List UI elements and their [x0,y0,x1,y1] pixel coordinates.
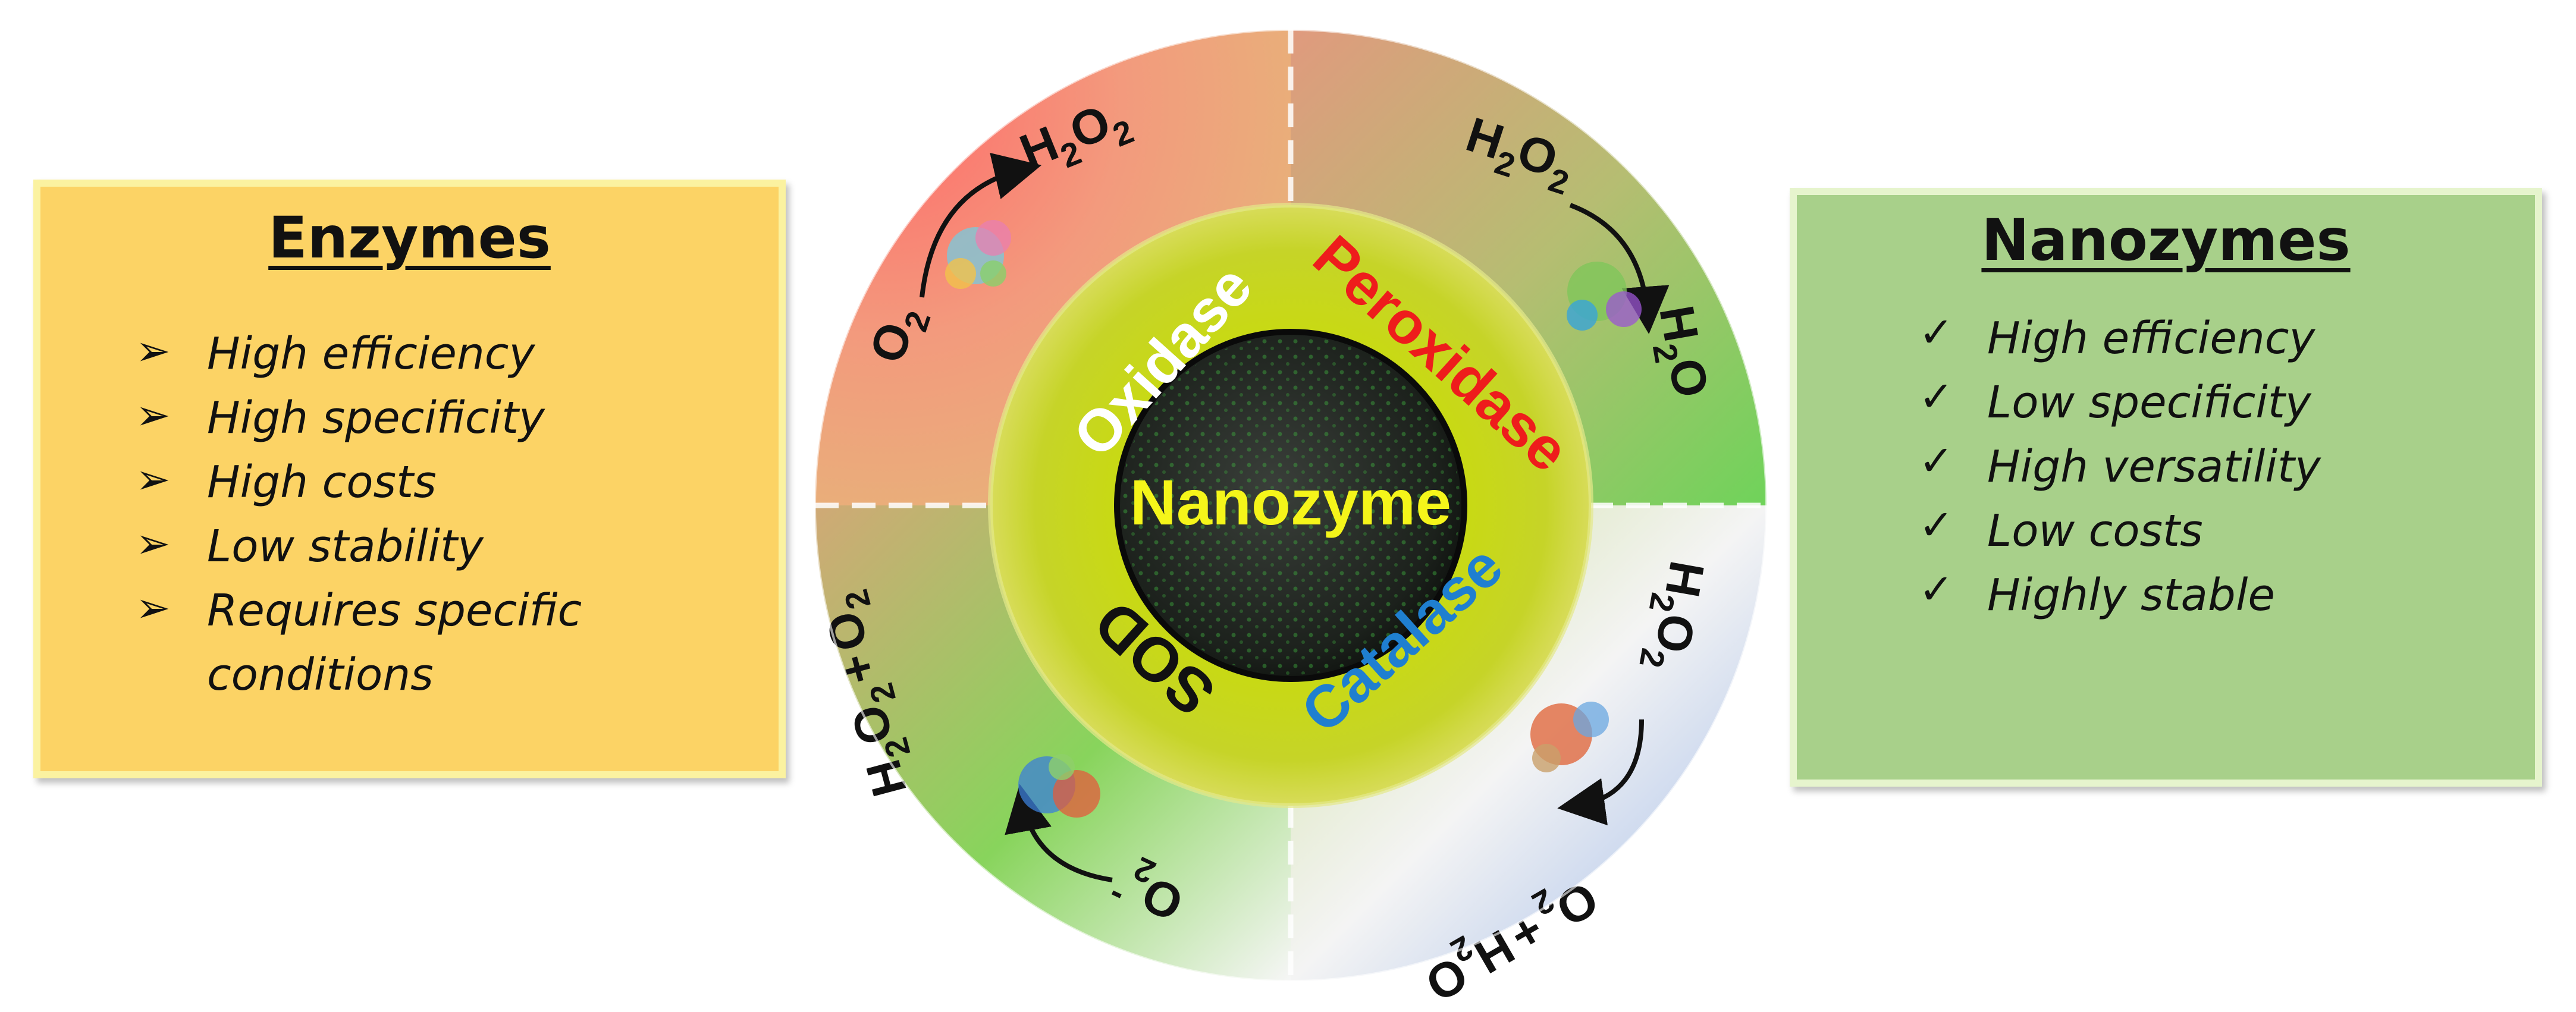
enzymes-item: High costs [207,457,437,508]
sod-reaction: O2- H2O2+O2 [816,586,1191,931]
enzymes-item: Low stability [207,521,484,572]
check-icon: ✓ [1919,436,1954,485]
peroxidase-protein-icon [1567,262,1642,331]
bullet-icon: ➢ [136,583,171,632]
inner-ring-edge [988,203,1593,808]
check-icon: ✓ [1919,501,1954,549]
check-icon: ✓ [1919,372,1954,421]
nanozymes-item: Low costs [1987,505,2203,557]
bullet-icon: ➢ [136,455,171,504]
oxidase-arrow [920,152,1042,298]
enzymes-title: Enzymes [268,205,551,271]
nanozymes-item: Highly stable [1987,570,2275,621]
h2o2-product: H2O2 [1013,88,1139,188]
enzymes-item: High specificity [207,392,545,444]
nanozyme-wheel: Oxidase Peroxidase Catalase SOD Nanozyme… [814,29,1768,999]
enzymes-item: conditions [207,649,434,700]
check-icon: ✓ [1919,565,1954,614]
nanozyme-core-texture [1121,336,1460,675]
peroxidase-arrow [1569,203,1670,334]
catalase-arrow [1557,719,1644,826]
bullet-icon: ➢ [136,391,171,439]
nanozymes-item: High versatility [1987,441,2321,492]
nanozymes-item: High efficiency [1987,313,2315,364]
sod-arrow [1005,784,1113,882]
oxidase-reaction: O2 H2O2 [860,88,1139,369]
check-icon: ✓ [1919,308,1954,357]
peroxidase-reaction: H2O2 H2O [1460,108,1718,401]
bullet-icon: ➢ [136,326,171,375]
bullet-icon: ➢ [136,519,171,568]
catalase-protein-icon [1530,702,1609,772]
outer-ring-rim [814,29,1768,982]
oxidase-protein-icon [945,220,1011,289]
nanozymes-item: Low specificity [1987,377,2311,428]
nanozyme-core-rim [1114,329,1467,682]
nanozymes-panel: Nanozymes ✓ High efficiency ✓ Low specif… [1790,188,2542,787]
sod-protein-icon [1018,754,1100,818]
enzymes-item: High efficiency [207,328,535,379]
enzymes-item: Requires specific [207,585,582,636]
nanozymes-title: Nanozymes [1981,207,2351,274]
enzymes-panel: Enzymes ➢ High efficiency ➢ High specifi… [33,180,786,778]
center-label: Nanozyme [1130,466,1451,538]
